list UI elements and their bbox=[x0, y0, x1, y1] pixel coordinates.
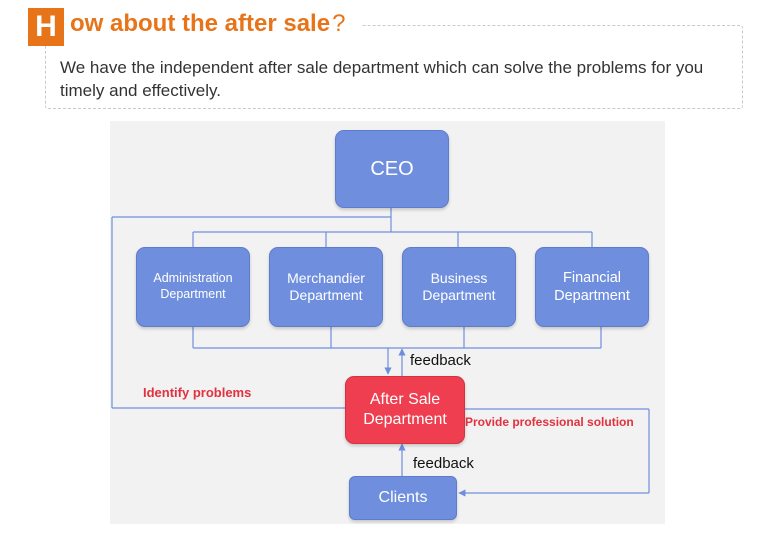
department-node-financial: Financial Department bbox=[535, 247, 649, 327]
ceo-node: CEO bbox=[335, 130, 449, 208]
feedback-label-top: feedback bbox=[410, 352, 471, 369]
description-box bbox=[45, 25, 743, 109]
after-sale-department-node: After Sale Department bbox=[345, 376, 465, 444]
department-node-business: Business Department bbox=[402, 247, 516, 327]
clients-node: Clients bbox=[349, 476, 457, 520]
org-chart-diagram: CEO Administration Department Merchandie… bbox=[110, 121, 665, 524]
department-node-merchandier: Merchandier Department bbox=[269, 247, 383, 327]
section-header: H ow about the after sale? We have the i… bbox=[0, 0, 770, 120]
feedback-label-bottom: feedback bbox=[413, 455, 474, 472]
title-text: ow about the after sale bbox=[70, 10, 331, 37]
connector-lines bbox=[111, 208, 650, 497]
h-badge-icon: H bbox=[28, 8, 64, 46]
department-node-administration: Administration Department bbox=[136, 247, 250, 327]
description-text: We have the independent after sale depar… bbox=[60, 58, 704, 100]
identify-problems-label: Identify problems bbox=[143, 385, 252, 400]
provide-solution-label: Provide professional solution bbox=[465, 415, 634, 429]
section-title: ow about the after sale? bbox=[70, 10, 345, 38]
title-question-mark: ? bbox=[332, 10, 346, 37]
